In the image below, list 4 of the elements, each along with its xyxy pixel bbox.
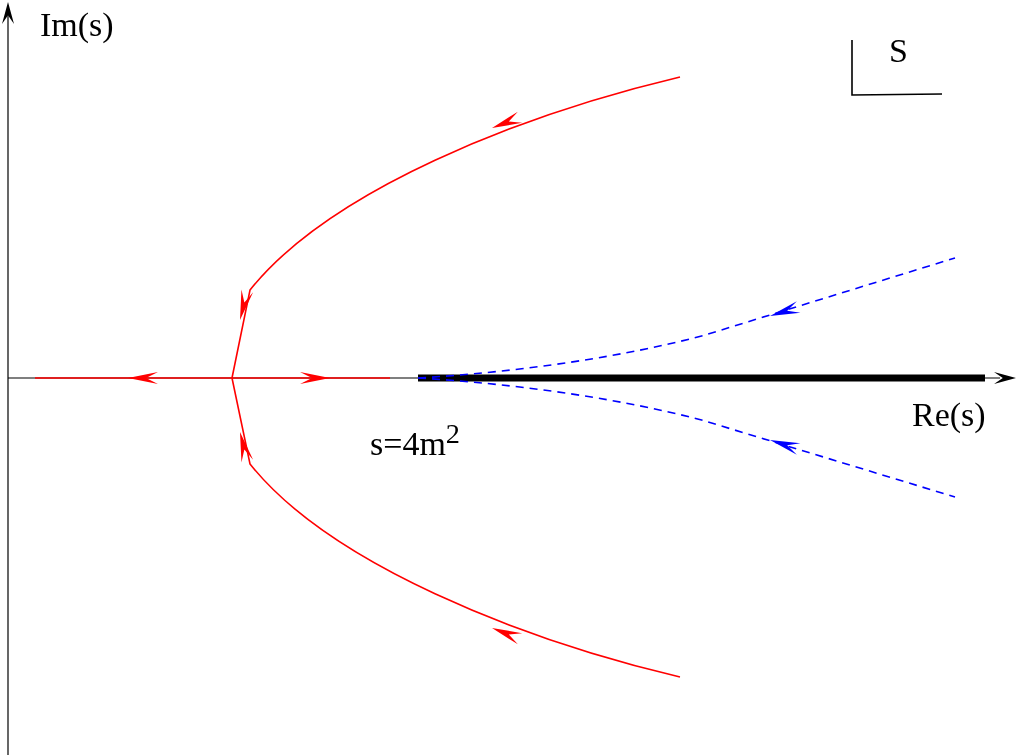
axis-label: s=4m$^{2}$ (370, 420, 461, 462)
plane-label: S (889, 34, 908, 68)
axis-label: Im(s) (40, 8, 114, 42)
axis-label: Re(s) (912, 398, 986, 432)
